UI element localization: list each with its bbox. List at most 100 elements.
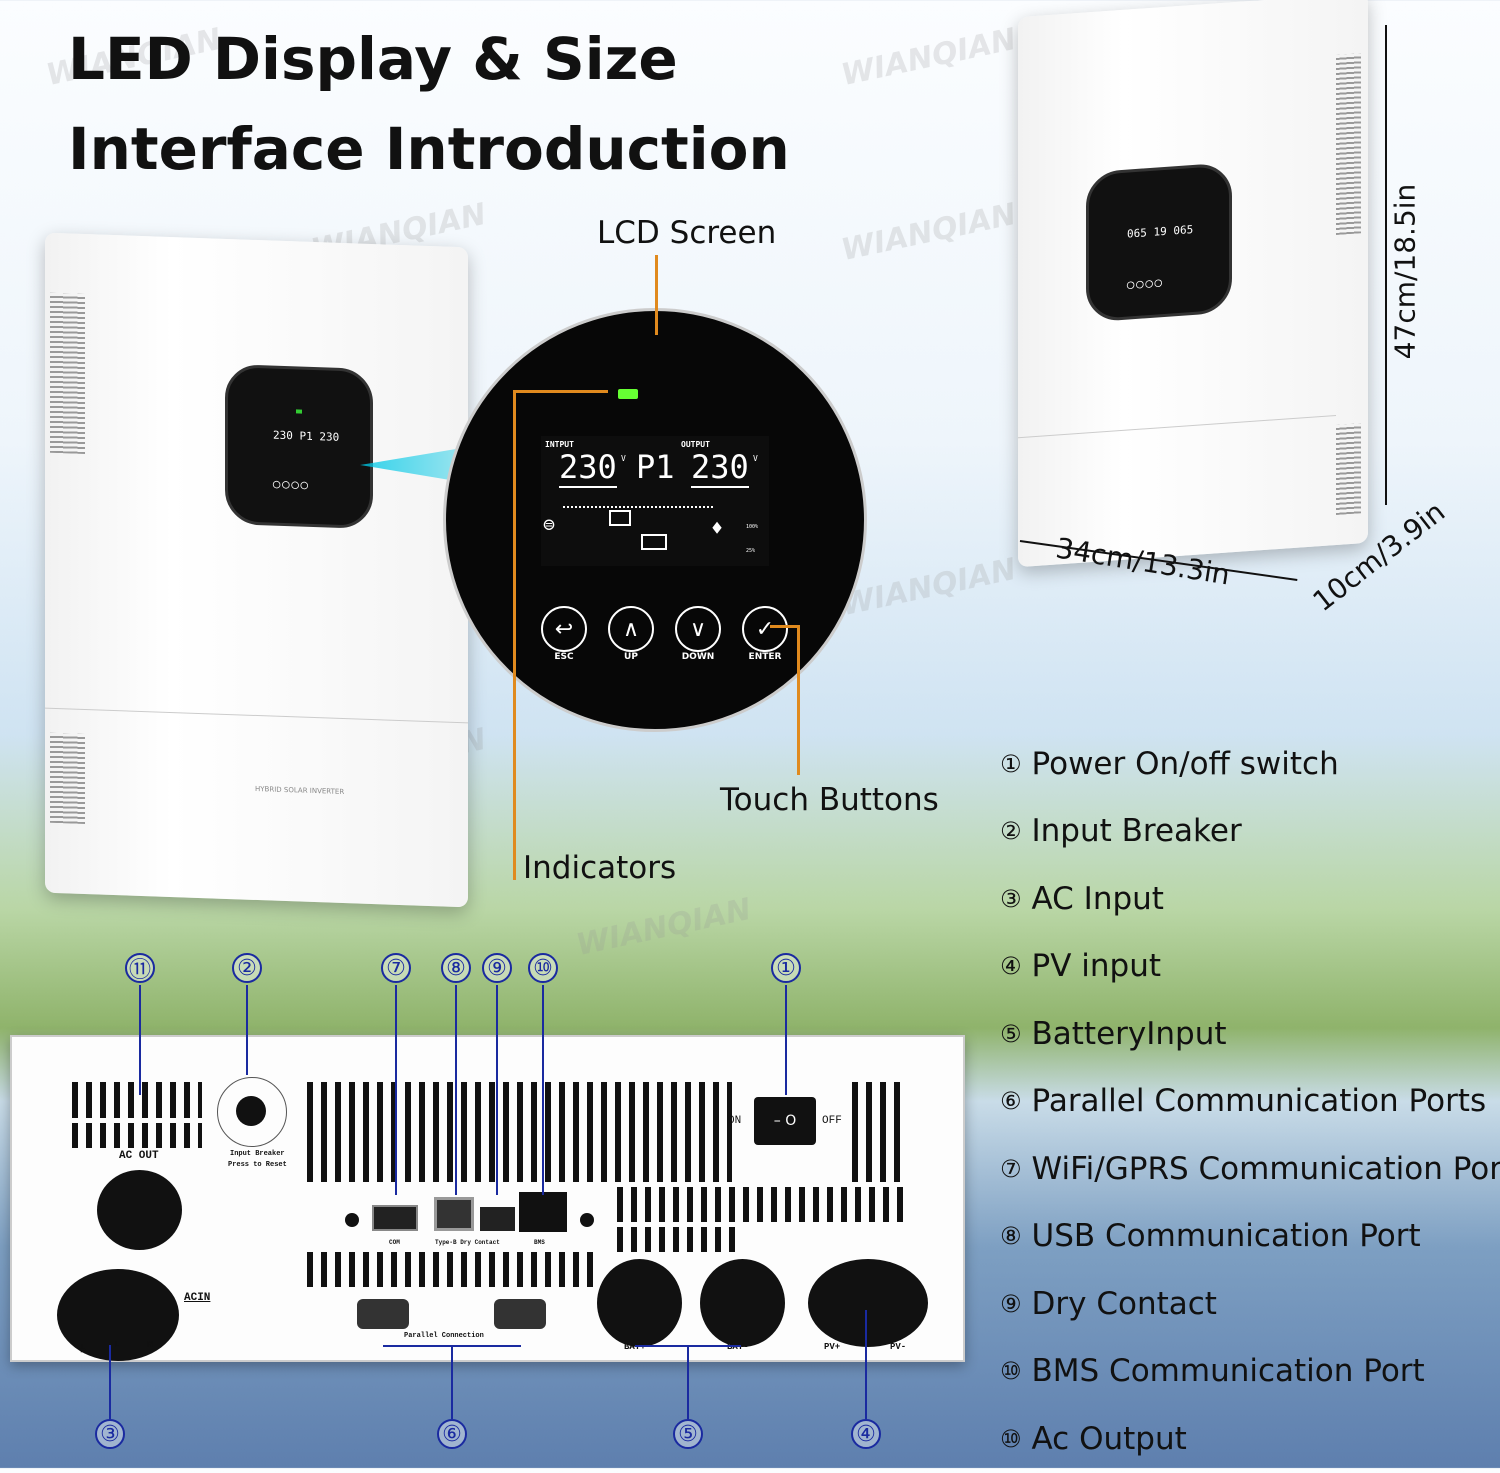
ac-out-label: AC OUT bbox=[119, 1150, 159, 1162]
title-line-2: Interface Introduction bbox=[68, 115, 790, 183]
output-voltage: 230 bbox=[691, 448, 749, 488]
callout-line bbox=[513, 390, 608, 393]
watermark: WIANQIAN bbox=[838, 196, 1020, 269]
breaker-label: Input Breaker bbox=[230, 1150, 285, 1158]
callout-number: ③ bbox=[95, 1419, 125, 1449]
down-label: DOWN bbox=[681, 652, 715, 662]
down-button[interactable]: ∨ bbox=[675, 606, 721, 652]
legend-item: ① Power On/off switch bbox=[1000, 730, 1500, 798]
callout-line bbox=[655, 255, 658, 335]
callout-line bbox=[513, 390, 516, 880]
bat-pos-port[interactable] bbox=[597, 1259, 682, 1347]
pointer-line bbox=[139, 985, 141, 1095]
vent-slots bbox=[307, 1252, 597, 1287]
watermark: WIANQIAN bbox=[838, 21, 1020, 94]
flow-line bbox=[563, 506, 713, 508]
output-label: OUTPUT bbox=[681, 440, 710, 449]
pointer-line bbox=[687, 1345, 689, 1419]
callout-number: ⑩ bbox=[528, 953, 558, 983]
legend-text: Power On/off switch bbox=[1031, 745, 1339, 782]
enter-button[interactable]: ✓ bbox=[742, 606, 788, 652]
legend-text: BMS Communication Port bbox=[1031, 1353, 1425, 1390]
chevron-down-icon: ∨ bbox=[689, 616, 707, 642]
breaker-button[interactable] bbox=[236, 1096, 266, 1126]
com-label: COM bbox=[389, 1239, 400, 1246]
ac-in-port[interactable] bbox=[57, 1269, 179, 1361]
acin-label: ACIN bbox=[184, 1292, 211, 1304]
com-port[interactable] bbox=[372, 1205, 418, 1231]
input-breaker[interactable] bbox=[217, 1077, 287, 1147]
callout-number: ⑨ bbox=[482, 953, 512, 983]
mini-output-voltage: 230 bbox=[319, 430, 340, 444]
bat-neg-port[interactable] bbox=[700, 1259, 785, 1347]
parallel-port-2[interactable] bbox=[494, 1299, 546, 1329]
divider bbox=[1018, 415, 1336, 439]
bms-port[interactable] bbox=[519, 1192, 567, 1232]
bracket-line bbox=[383, 1345, 521, 1347]
legend-number: ① bbox=[1000, 749, 1022, 778]
vent-slots bbox=[617, 1187, 904, 1222]
lcd-screen[interactable]: INTPUT OUTPUT 230 V P1 230 V ⊜ ♦ 100% 25… bbox=[541, 436, 769, 566]
legend-item: ⑨ Dry Contact bbox=[1000, 1270, 1500, 1338]
mini-input-voltage: 065 bbox=[1127, 226, 1147, 241]
input-unit: V bbox=[621, 454, 626, 463]
pointer-line bbox=[109, 1345, 111, 1419]
pointer-line bbox=[451, 1345, 453, 1419]
up-label: UP bbox=[624, 652, 638, 662]
indicator-led bbox=[296, 409, 302, 414]
screw bbox=[580, 1213, 594, 1227]
legend-number: ⑨ bbox=[1000, 1289, 1022, 1318]
callout-number: ② bbox=[232, 953, 262, 983]
mini-input-voltage: 230 bbox=[273, 428, 293, 443]
height-arrow bbox=[1385, 25, 1387, 505]
page-title: LED Display & Size Interface Introductio… bbox=[68, 14, 790, 194]
breaker-reset-label: Press to Reset bbox=[228, 1161, 287, 1169]
divider bbox=[45, 707, 468, 724]
on-label: ON bbox=[728, 1115, 742, 1127]
pv-port[interactable] bbox=[808, 1259, 928, 1347]
chevron-up-icon: ∧ bbox=[622, 616, 640, 642]
legend-number: ⑥ bbox=[1000, 1087, 1022, 1116]
check-icon: ✓ bbox=[755, 616, 775, 642]
callout-number: ⑦ bbox=[381, 953, 411, 983]
callout-line bbox=[797, 625, 800, 775]
vent-slots bbox=[617, 1227, 737, 1252]
screw bbox=[345, 1213, 359, 1227]
esc-button[interactable]: ↩ bbox=[541, 606, 587, 652]
parallel-port-1[interactable] bbox=[357, 1299, 409, 1329]
legend-text: Input Breaker bbox=[1031, 813, 1242, 850]
power-switch[interactable]: – O bbox=[754, 1097, 816, 1145]
ac-out-port[interactable] bbox=[97, 1170, 182, 1250]
legend-text: Dry Contact bbox=[1031, 1285, 1217, 1322]
legend-number: ③ bbox=[1000, 884, 1022, 913]
dry-contact-port[interactable] bbox=[480, 1207, 515, 1231]
vent-slots bbox=[307, 1082, 732, 1182]
typeb-label: Type-B Dry Contact bbox=[435, 1239, 500, 1246]
up-button[interactable]: ∧ bbox=[608, 606, 654, 652]
mini-output-voltage: 065 bbox=[1173, 222, 1194, 238]
n-label: N bbox=[147, 1340, 154, 1351]
usb-type-b-port[interactable] bbox=[434, 1197, 474, 1231]
mode-indicator: P1 bbox=[636, 448, 675, 486]
legend-number: ⑤ bbox=[1000, 1019, 1022, 1048]
inverter-front-view: 230 P1 230 ◯◯◯◯ HYBRID SOLAR INVERTER bbox=[45, 232, 468, 908]
indicators-callout: Indicators bbox=[523, 850, 677, 886]
watermark: WIANQIAN bbox=[573, 891, 755, 964]
touch-buttons-callout: Touch Buttons bbox=[720, 782, 939, 818]
side-vent bbox=[1336, 53, 1361, 236]
legend-text: WiFi/GPRS Communication Por bbox=[1031, 1150, 1500, 1187]
vent-slots bbox=[72, 1082, 202, 1118]
load-pct-low: 25% bbox=[746, 548, 756, 554]
pointer-line bbox=[865, 1310, 867, 1419]
mini-buttons: ◯◯◯◯ bbox=[273, 476, 310, 492]
pv-neg-label: PV- bbox=[890, 1342, 907, 1352]
callout-number: ⑪ bbox=[125, 953, 155, 983]
vent-slots bbox=[852, 1082, 904, 1182]
device-label: HYBRID SOLAR INVERTER bbox=[255, 784, 345, 797]
pointer-line bbox=[542, 985, 544, 1195]
